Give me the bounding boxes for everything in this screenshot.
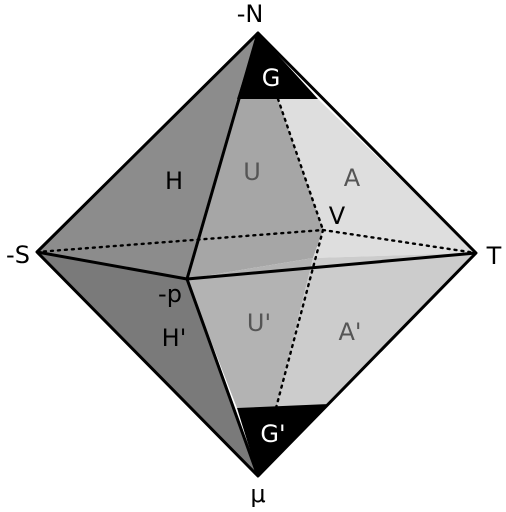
hidden-edge-S-V: [35, 228, 325, 254]
edge-p-mu: [185, 278, 260, 477]
vertex-label-back: V: [329, 202, 346, 230]
face-U: [187, 99, 323, 279]
face-label-U: U: [243, 158, 261, 186]
hidden-edge-V-Gprime: [274, 228, 325, 410]
cap-G-prime: [237, 404, 329, 476]
face-label-H-prime: H': [162, 324, 187, 352]
face-label-G-prime: G': [260, 420, 285, 448]
vertex-label-top: -N: [237, 0, 264, 28]
vertex-label-bottom: μ: [250, 480, 265, 508]
face-U-prime: [187, 258, 313, 408]
hidden-edge-V-T: [321, 228, 478, 255]
face-label-H: H: [165, 167, 183, 195]
edge-S-p: [36, 250, 188, 281]
edge-N-p: [185, 32, 260, 280]
face-label-G: G: [262, 64, 281, 92]
vertex-label-front: -p: [158, 280, 182, 308]
hidden-edge-G-V: [276, 97, 325, 232]
edge-p-T: [186, 251, 477, 281]
face-label-A-prime: A': [338, 318, 361, 346]
face-label-U-prime: U': [247, 309, 271, 337]
face-H: [37, 33, 258, 279]
vertex-label-left: -S: [6, 241, 30, 269]
vertex-label-right: T: [486, 242, 502, 270]
face-A: [278, 99, 476, 258]
face-label-A: A: [344, 164, 361, 192]
cap-G: [237, 33, 318, 99]
face-A-prime: [276, 253, 476, 408]
